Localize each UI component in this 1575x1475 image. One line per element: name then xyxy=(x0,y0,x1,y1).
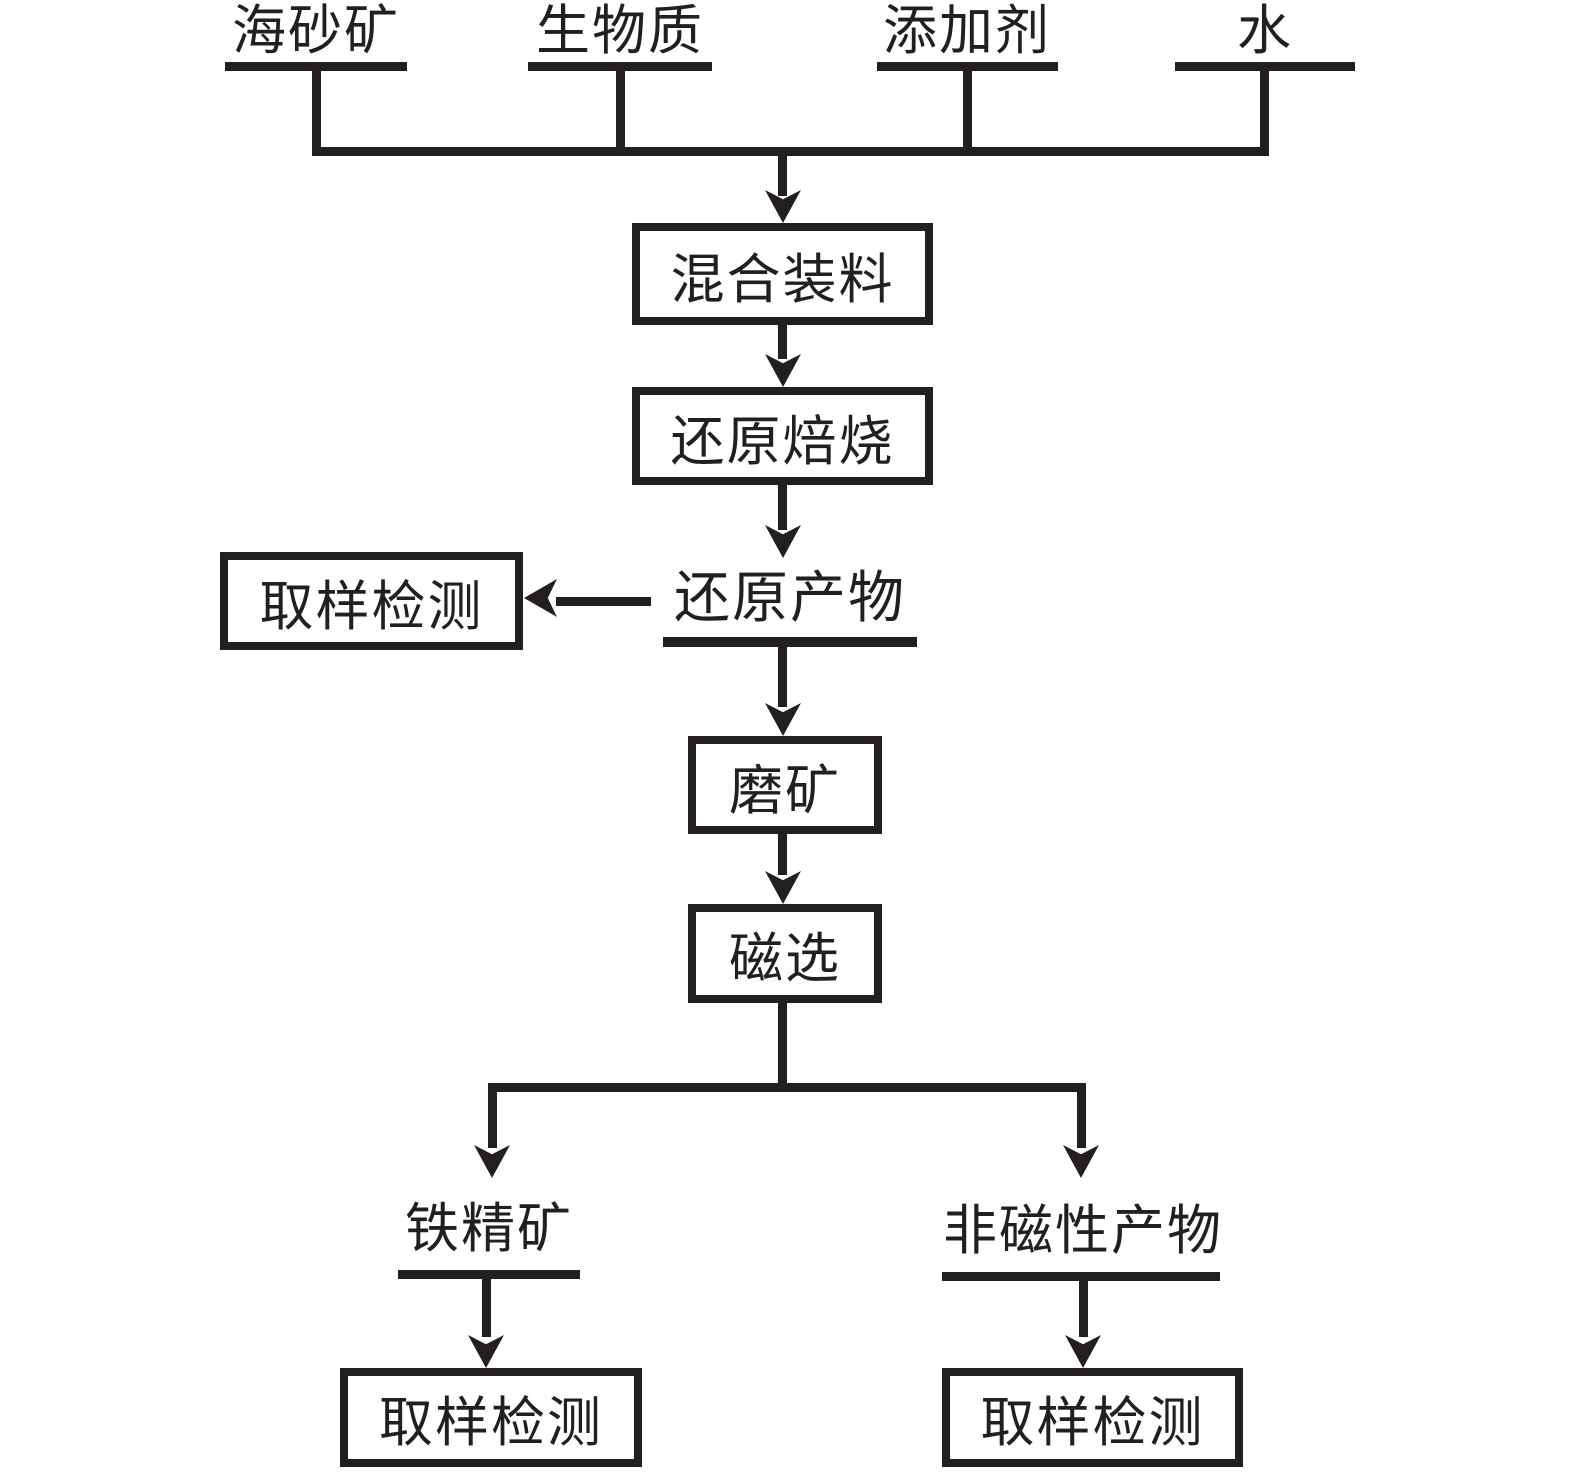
connector-drop-water xyxy=(1260,71,1269,156)
input-label-biomass: 生物质 xyxy=(536,1,704,61)
process-box-grinding-label: 磨矿 xyxy=(729,760,841,821)
arrowhead-left-to-sampling xyxy=(524,579,557,617)
sampling-box-iron-concentrate: 取样检测 xyxy=(340,1368,642,1467)
sampling-box-nonmagnetic-product: 取样检测 xyxy=(942,1368,1243,1467)
connector-split-bar xyxy=(488,1083,1085,1092)
underline-iron-concentrate xyxy=(398,1270,580,1279)
connector-mixing-to-roasting xyxy=(778,325,787,359)
underline-water xyxy=(1175,62,1355,71)
underline-biomass xyxy=(528,62,712,71)
arrowhead-down-to-grinding xyxy=(765,703,801,736)
connector-split-to-nonmagnetic xyxy=(1077,1083,1086,1148)
connector-drop-additive xyxy=(963,71,972,156)
connector-magsep-to-split xyxy=(778,1003,787,1092)
sampling-box-iron-concentrate-label: 取样检测 xyxy=(379,1393,603,1453)
arrowhead-down-to-sampling-left xyxy=(468,1335,504,1368)
connector-product-to-sampling xyxy=(556,597,651,606)
input-label-additive: 添加剂 xyxy=(883,1,1051,61)
underline-reduction-product xyxy=(663,637,917,647)
process-box-reduction-roasting-label: 还原焙烧 xyxy=(670,411,895,472)
process-box-magnetic-separation: 磁选 xyxy=(688,904,882,1003)
connector-drop-sea-sand-ore xyxy=(312,71,321,156)
connector-grinding-to-magsep xyxy=(778,834,787,875)
process-box-mixing-label: 混合装料 xyxy=(670,249,895,310)
connector-drop-biomass xyxy=(616,71,625,156)
process-box-mixing: 混合装料 xyxy=(632,223,933,325)
connector-bar-to-mixing xyxy=(778,156,787,196)
arrowhead-down-to-iron-concentrate xyxy=(474,1145,510,1178)
connector-product-to-grinding xyxy=(778,647,787,707)
arrowhead-down-to-nonmagnetic xyxy=(1063,1145,1099,1178)
connector-nonmagnetic-to-sampling xyxy=(1079,1281,1088,1337)
input-label-water: 水 xyxy=(1237,1,1293,61)
connector-collector-bar xyxy=(312,147,1269,156)
process-box-magnetic-separation-label: 磁选 xyxy=(729,929,841,989)
output-label-nonmagnetic-product: 非磁性产物 xyxy=(943,1201,1223,1261)
sampling-box-nonmagnetic-product-label: 取样检测 xyxy=(980,1393,1205,1453)
sampling-box-reduction-product-label: 取样检测 xyxy=(259,576,484,637)
process-box-grinding: 磨矿 xyxy=(688,736,882,834)
sampling-box-reduction-product: 取样检测 xyxy=(220,552,523,650)
process-box-reduction-roasting: 还原焙烧 xyxy=(632,387,933,485)
label-reduction-product: 还原产物 xyxy=(674,568,906,630)
connector-iron-concentrate-to-sampling xyxy=(482,1279,491,1337)
output-label-iron-concentrate: 铁精矿 xyxy=(405,1199,573,1259)
input-label-sea-sand-ore: 海砂矿 xyxy=(232,1,400,61)
underline-sea-sand-ore xyxy=(225,62,407,71)
connector-roasting-to-product xyxy=(778,485,787,530)
arrowhead-down-to-sampling-right xyxy=(1065,1335,1101,1368)
underline-additive xyxy=(877,62,1058,71)
connector-split-to-iron-concentrate xyxy=(488,1083,497,1148)
underline-nonmagnetic-product xyxy=(942,1272,1220,1281)
arrowhead-down-to-magsep xyxy=(765,871,801,904)
